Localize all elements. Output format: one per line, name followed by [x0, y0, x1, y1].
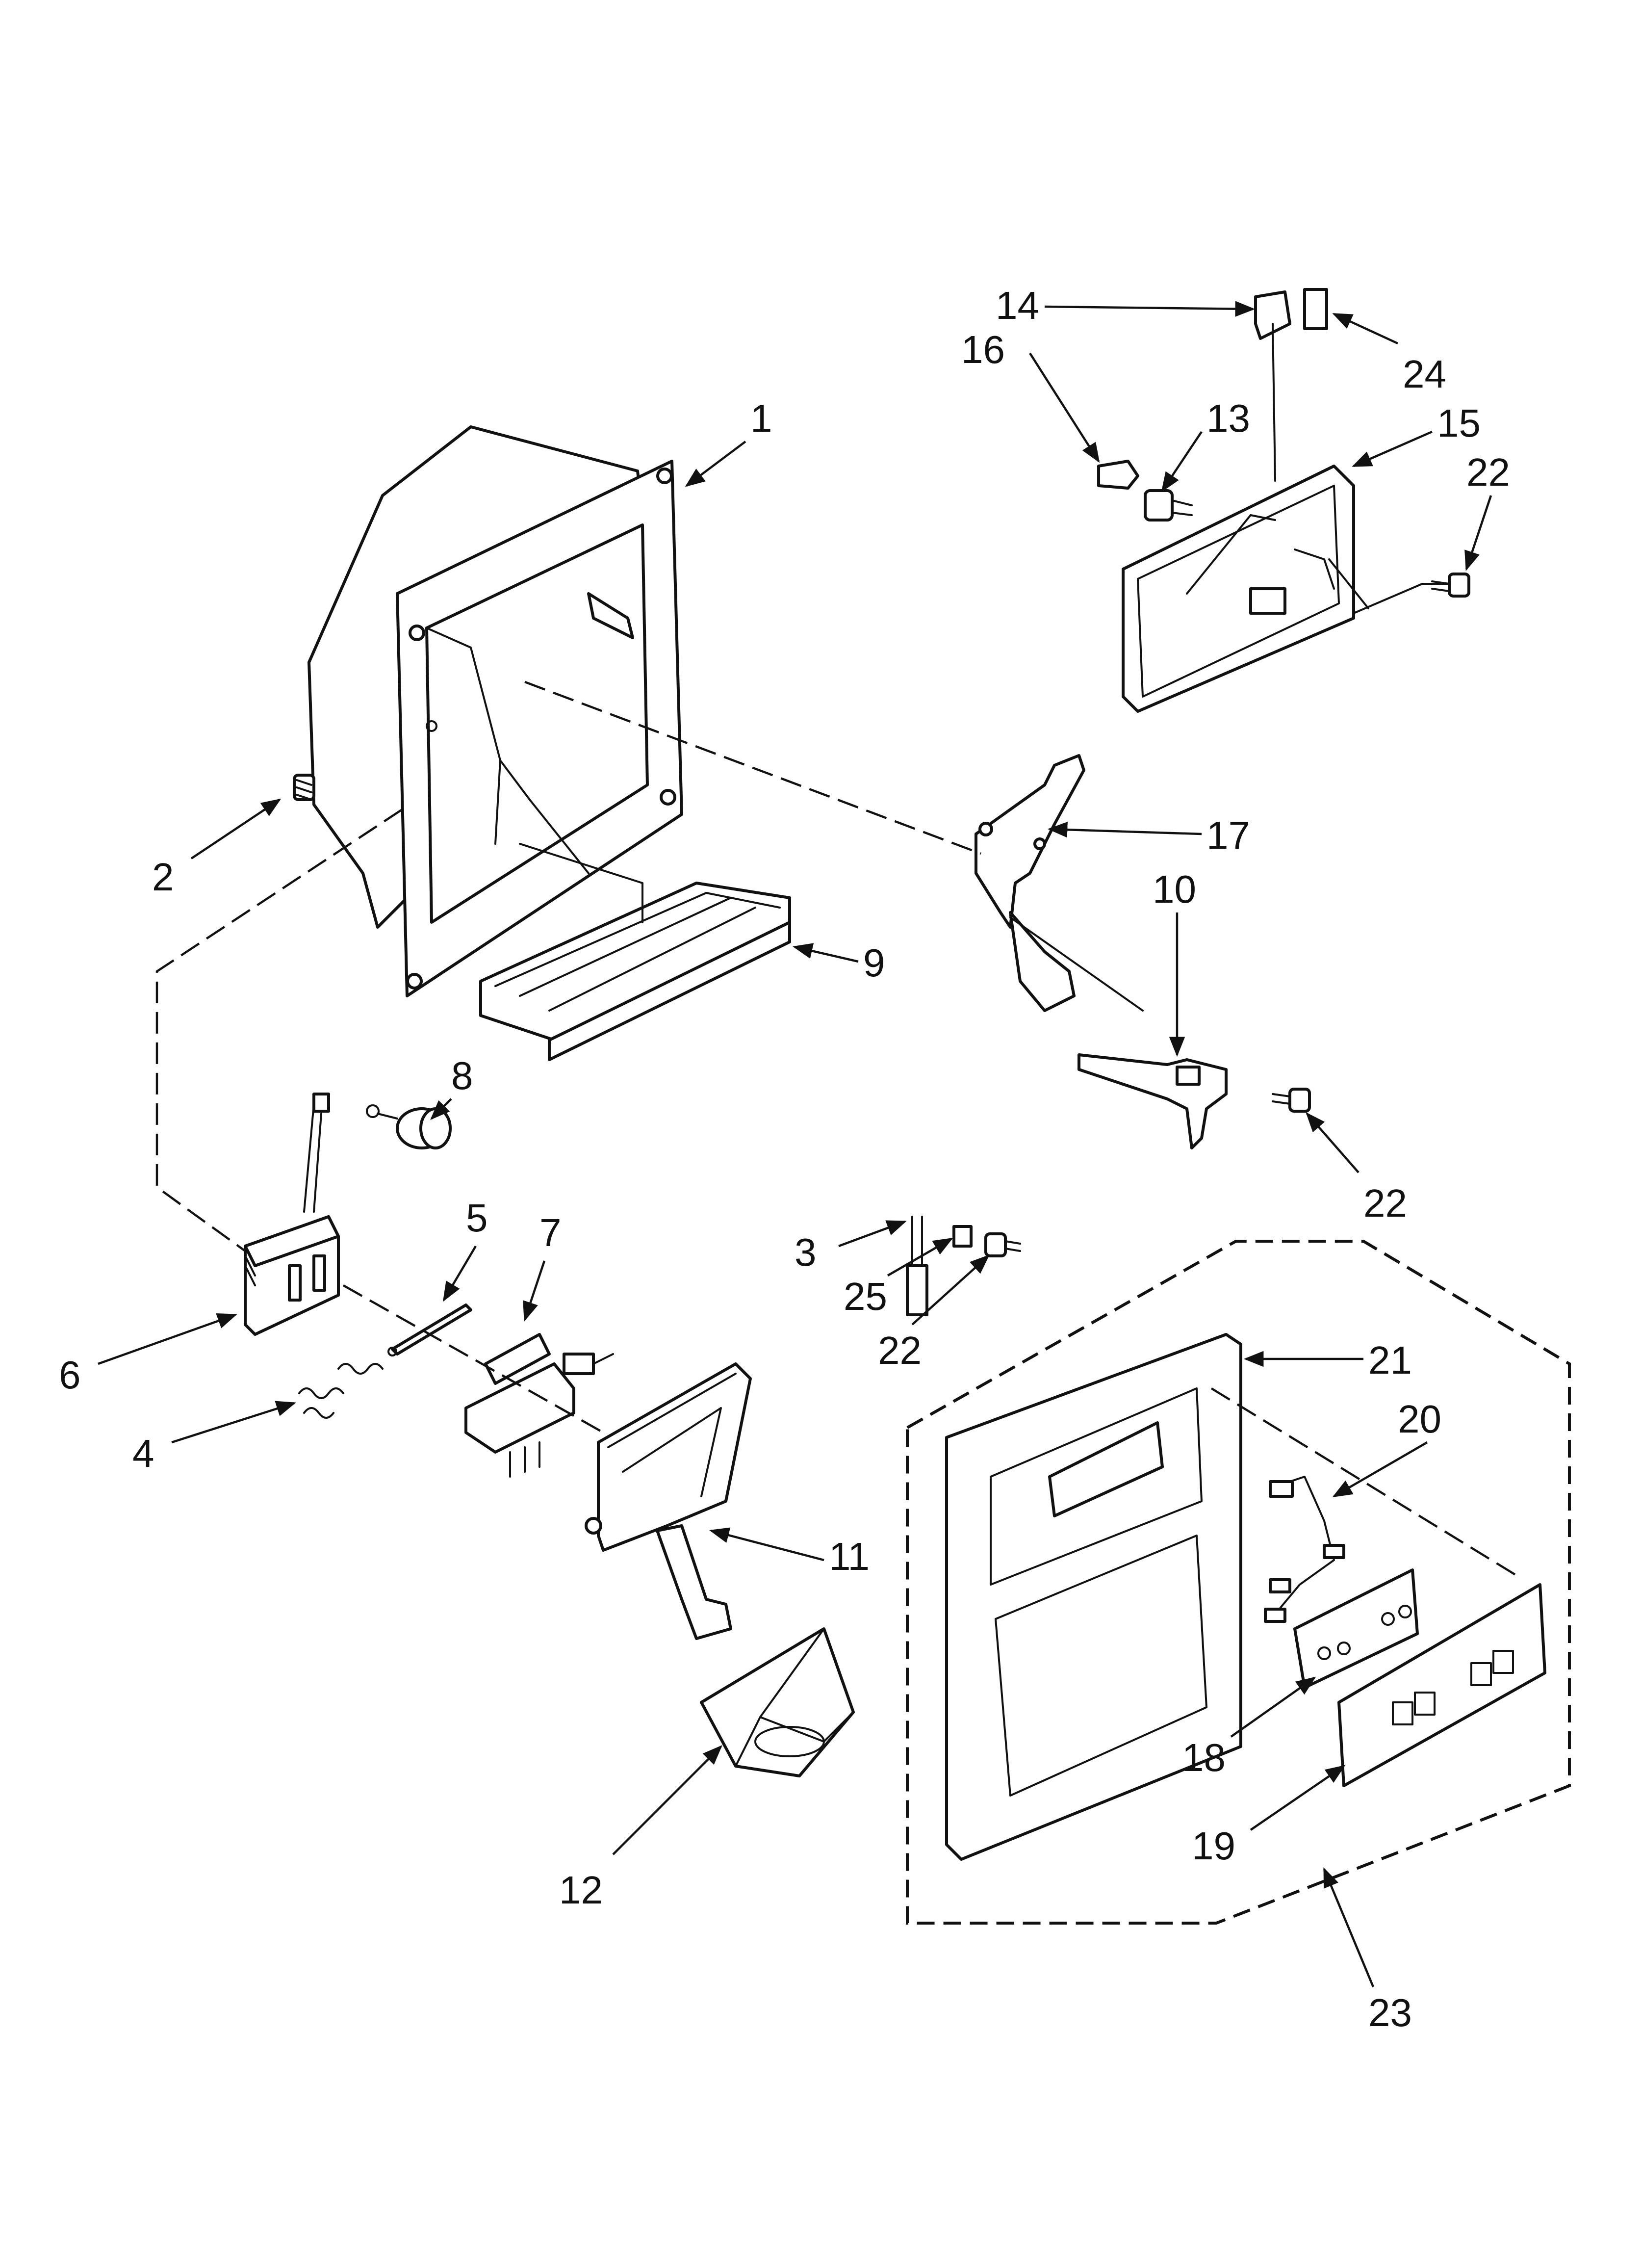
callout-7: 7: [539, 1211, 562, 1254]
part-3-contact: [906, 1216, 928, 1316]
part-13-socket: [1144, 489, 1193, 521]
callout-6: 6: [59, 1353, 81, 1397]
part-5-pin: [387, 1303, 472, 1356]
part-20-wire-harness: [1264, 1476, 1345, 1623]
part-22-screw-top: [1431, 573, 1470, 598]
callout-15: 15: [1437, 401, 1481, 445]
part-14-switch: [1254, 290, 1291, 482]
callout-14: 14: [996, 284, 1039, 327]
callout-13: 13: [1206, 396, 1250, 440]
callout-3: 3: [795, 1230, 817, 1274]
callout-9: 9: [863, 941, 885, 985]
leader-lines: [98, 301, 1492, 1987]
part-2-screw: [293, 774, 315, 801]
callout-10: 10: [1153, 867, 1196, 911]
part-7-bracket: [464, 1333, 614, 1478]
callout-16: 16: [961, 328, 1005, 371]
callout-21: 21: [1368, 1338, 1412, 1382]
callout-22-lower: 22: [878, 1329, 922, 1372]
part-6-module: [244, 1093, 340, 1336]
part-1-housing-frame: [308, 425, 683, 997]
callout-22-middle: 22: [1363, 1181, 1407, 1225]
part-25-clip: [952, 1225, 973, 1248]
part-12-chute: [700, 1627, 855, 1777]
callout-17: 17: [1206, 813, 1250, 857]
part-10-lever-arm: [1078, 1053, 1228, 1149]
assembly-lines: [155, 558, 1516, 1576]
callout-23: 23: [1368, 1991, 1412, 2034]
part-4-springs: [298, 1363, 384, 1419]
callout-5: 5: [466, 1196, 488, 1240]
part-16-bulb: [1097, 460, 1139, 490]
part-22-screw-lower: [984, 1232, 1021, 1257]
part-17-actuator-lever: [975, 754, 1085, 1012]
callout-labels: 1 2 3 4 5 6 7 8 9 10 11 12 13 14 15 16 1…: [59, 284, 1510, 2034]
callout-18: 18: [1182, 1736, 1226, 1779]
part-19-control-overlay: [1337, 1583, 1546, 1787]
callout-24: 24: [1403, 352, 1446, 396]
callout-22-top: 22: [1466, 450, 1510, 494]
part-9-drip-tray: [479, 882, 791, 1061]
part-23-assembly-boundary: [906, 1240, 1571, 1925]
callout-2: 2: [152, 855, 174, 899]
callout-1: 1: [750, 396, 772, 440]
callout-11: 11: [829, 1535, 870, 1578]
part-18-control-board: [1293, 1568, 1419, 1689]
part-11-chute-flap: [585, 1362, 752, 1640]
part-15-switch-housing: [1122, 465, 1355, 713]
part-22-screw-middle: [1272, 1088, 1311, 1113]
part-24-insulator: [1303, 288, 1328, 330]
callout-20: 20: [1398, 1397, 1441, 1441]
callout-19: 19: [1192, 1824, 1235, 1868]
callout-8: 8: [451, 1054, 473, 1097]
callout-4: 4: [132, 1432, 154, 1475]
part-21-front-panel: [945, 1333, 1242, 1861]
callout-25: 25: [844, 1275, 887, 1318]
callout-12: 12: [559, 1868, 603, 1912]
